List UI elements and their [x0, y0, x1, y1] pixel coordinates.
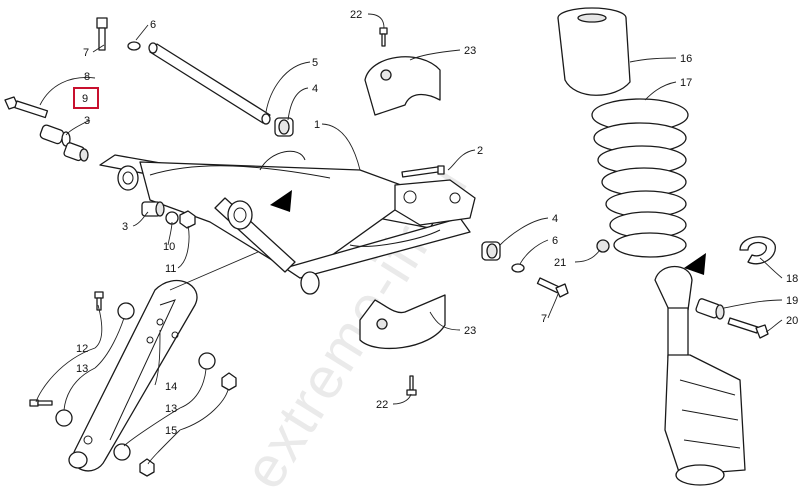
nut-part-21 [596, 239, 610, 253]
cap-part-23-lower [359, 294, 446, 350]
callout-15: 15 [165, 425, 177, 437]
bushing-part-4-lower [481, 241, 501, 261]
direction-arrow-left [270, 190, 292, 212]
shock-body [654, 266, 746, 486]
bolt-part-2 [401, 165, 445, 178]
strap-part-14 [68, 279, 198, 472]
callout-17: 17 [680, 77, 692, 89]
bolt-part-22-lower [406, 375, 417, 396]
callout-13-right: 13 [165, 403, 177, 415]
a-arm-part-1 [99, 150, 476, 295]
callout-14: 14 [165, 381, 177, 393]
callout-19: 19 [786, 295, 798, 307]
callout-4-lower: 4 [552, 213, 558, 225]
callout-20: 20 [786, 315, 798, 327]
nut-part-11 [179, 210, 196, 229]
callout-6-lower: 6 [552, 235, 558, 247]
washer-part-13-lower [55, 409, 73, 427]
callout-6-upper: 6 [150, 19, 156, 31]
washer-part-6-upper [127, 41, 141, 51]
bolt-part-8 [4, 96, 49, 119]
bolt-part-12-lower [29, 399, 53, 407]
callout-8: 8 [84, 71, 90, 83]
callout-16: 16 [680, 53, 692, 65]
callout-5: 5 [312, 57, 318, 69]
callout-18: 18 [786, 273, 798, 285]
washer-part-6-lower [511, 263, 525, 273]
spring-part-17 [591, 98, 689, 258]
callout-13-left: 13 [76, 363, 88, 375]
callout-22-upper: 22 [350, 9, 362, 21]
callout-12: 12 [76, 343, 88, 355]
spacer-part-3-lower [141, 201, 165, 217]
callout-10: 10 [163, 241, 175, 253]
nut-part-15-lower [139, 458, 155, 477]
washer-part-13-bottom [113, 443, 131, 461]
bushing-part-9 [39, 124, 71, 147]
bolt-part-7-upper [96, 17, 108, 51]
bushing-part-19 [695, 298, 725, 320]
clip-part-18 [739, 236, 776, 265]
callout-2: 2 [477, 145, 483, 157]
callout-3-lower: 3 [122, 221, 128, 233]
callout-7-lower: 7 [541, 313, 547, 325]
callout-23-upper: 23 [464, 45, 476, 57]
bolt-part-20 [727, 317, 769, 339]
callout-11: 11 [165, 263, 176, 275]
callout-7-upper: 7 [83, 47, 89, 59]
callout-22-lower: 22 [376, 399, 388, 411]
bumper-part-16 [557, 7, 631, 96]
cap-part-23-upper [364, 56, 441, 116]
callout-9: 9 [82, 93, 88, 105]
shaft-part-5 [148, 42, 271, 125]
washer-part-13-upper [117, 302, 135, 320]
bolt-part-7-lower [536, 277, 569, 298]
callout-3-upper: 3 [84, 115, 90, 127]
callout-1: 1 [314, 119, 320, 131]
leader-lines [35, 13, 783, 465]
spacer-part-3-upper [63, 142, 89, 162]
bolt-part-22-upper [379, 27, 388, 47]
highlight-box-9 [73, 87, 99, 109]
bushing-part-4-upper [274, 117, 294, 137]
callout-23-lower: 23 [464, 325, 476, 337]
callout-4-upper: 4 [312, 83, 318, 95]
washer-part-13-mid [198, 352, 216, 370]
direction-arrow-right [684, 253, 706, 275]
callout-21: 21 [554, 257, 566, 269]
nut-part-15-upper [221, 372, 237, 391]
